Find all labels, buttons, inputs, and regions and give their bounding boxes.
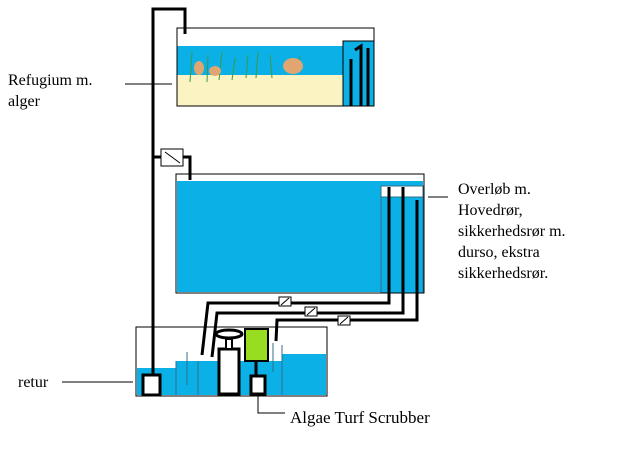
return-pump [141, 373, 162, 397]
label-overflow-line: sikkerhedsrør. [458, 265, 549, 282]
valves [160, 148, 351, 326]
algae-grass [189, 51, 301, 83]
refugium-tank [176, 27, 375, 107]
rocks [194, 58, 303, 76]
algae-turf-scrubber [244, 328, 269, 396]
label-refugium-line2: alger [8, 93, 40, 110]
label-refugium-line1: Refugium m. [8, 72, 93, 89]
label-refugium: Refugium m. alger [8, 70, 92, 112]
label-overflow-line: Hovedrør, [458, 202, 523, 219]
sump [135, 326, 328, 397]
label-overflow-line: sikkerhedsrør m. [458, 223, 566, 240]
label-ats: Algae Turf Scrubber [290, 408, 430, 427]
pipes [151, 7, 419, 376]
main-tank [175, 173, 425, 294]
label-overflow: Overløb m. Hovedrør, sikkerhedsrør m. du… [458, 179, 566, 284]
label-overflow-line: Overløb m. [458, 181, 531, 198]
label-overflow-line: durso, ekstra [458, 244, 540, 261]
label-retur: retur [18, 374, 49, 391]
leader-lines [62, 83, 448, 414]
